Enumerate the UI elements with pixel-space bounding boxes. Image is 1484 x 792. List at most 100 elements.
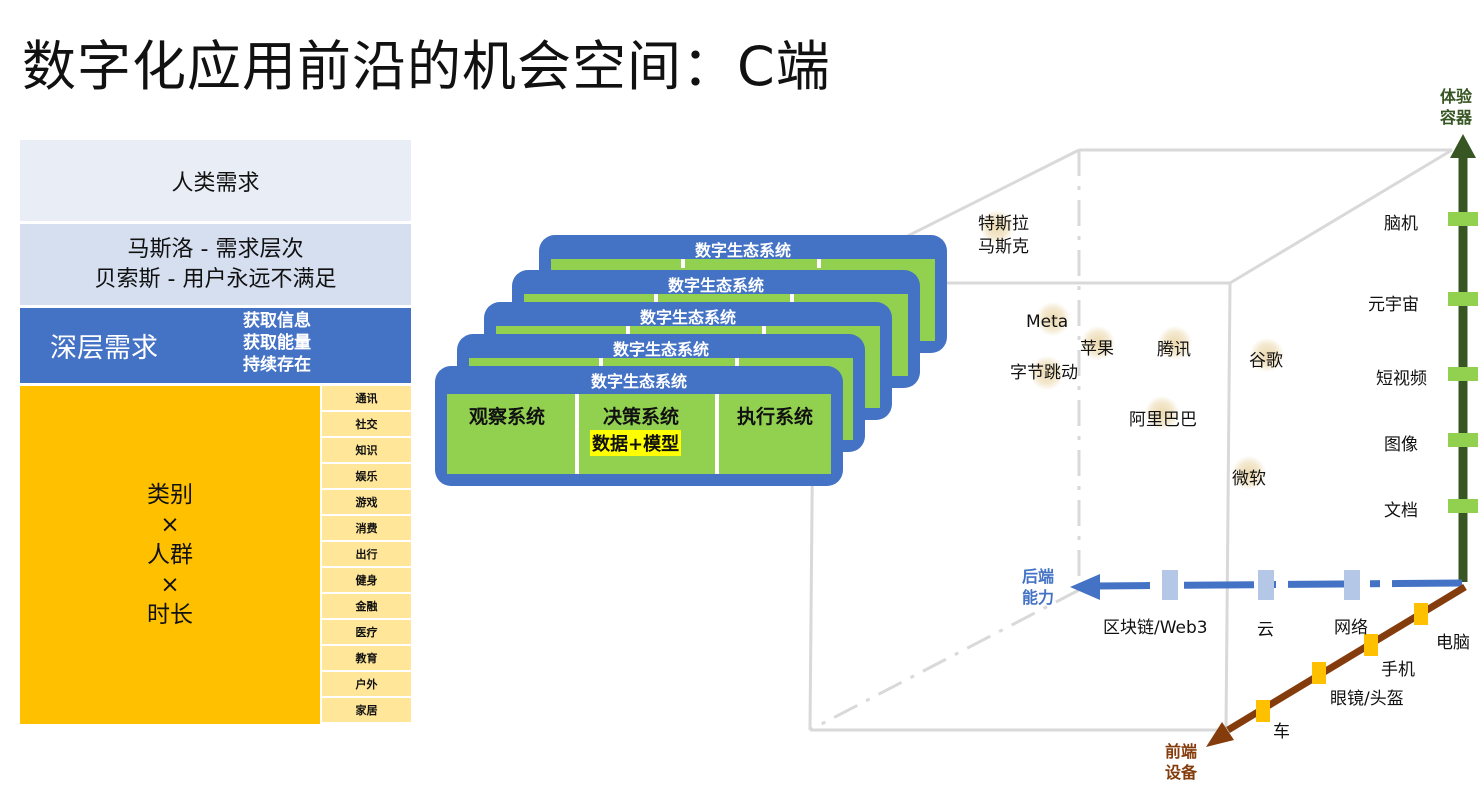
category-line: 人群 — [147, 542, 193, 568]
category-item: 消费 — [322, 516, 411, 540]
deep-needs-label: 深层需求 — [50, 333, 158, 364]
axis-title-line: 设备 — [1165, 763, 1198, 782]
axis-tick — [1448, 292, 1478, 306]
company-marker — [1232, 456, 1266, 490]
deep-needs-list: 获取信息 获取能量 持续存在 — [232, 310, 322, 376]
ecosystem-header: 数字生态系统 — [590, 372, 687, 391]
ecosystem-card-front: 数字生态系统 观察系统 决策系统 数据+模型 执行系统 — [435, 366, 843, 486]
deep-need-item: 获取能量 — [243, 333, 311, 353]
ecosystem-body: 观察系统 决策系统 数据+模型 执行系统 — [447, 394, 831, 474]
maslow-label: 马斯洛 - 需求层次 — [127, 236, 304, 262]
axis-tick — [1414, 603, 1428, 625]
divider — [681, 259, 685, 268]
axis-title-line: 体验 — [1440, 87, 1473, 106]
divider — [790, 294, 794, 303]
company-label-bytedance: 字节跳动 — [1010, 363, 1078, 383]
company-label-alibaba: 阿里巴巴 — [1129, 410, 1197, 430]
depth-axis-arrow — [1206, 722, 1234, 747]
divider — [599, 358, 603, 367]
vertical-axis-item: 脑机 — [1384, 214, 1418, 234]
divider — [575, 394, 579, 474]
company-label-apple: 苹果 — [1080, 339, 1114, 359]
company-marker — [1158, 326, 1192, 360]
axis-tick — [1448, 367, 1478, 381]
axis-tick — [1258, 570, 1274, 600]
axis-tick — [1312, 662, 1326, 684]
divider — [817, 259, 821, 268]
category-item: 知识 — [322, 438, 411, 462]
page-title: 数字化应用前沿的机会空间：C端 — [22, 35, 831, 98]
category-line: 类别 — [147, 482, 193, 508]
divider — [654, 294, 658, 303]
company-marker — [1036, 302, 1070, 336]
horizontal-axis-line — [1094, 579, 1463, 590]
axis-title-line: 容器 — [1440, 108, 1473, 127]
cube-edge — [1229, 148, 1453, 285]
vertical-axis-item: 图像 — [1384, 435, 1418, 455]
depth-axis-item: 车 — [1273, 722, 1290, 742]
company-label-tencent: 腾讯 — [1157, 340, 1191, 360]
ecosystem-header: 数字生态系统 — [694, 241, 791, 260]
deep-need-item: 持续存在 — [243, 355, 311, 375]
depth-axis-ticks — [1256, 603, 1428, 722]
company-marker — [1145, 396, 1179, 430]
category-item: 通讯 — [322, 386, 411, 410]
category-item: 教育 — [322, 646, 411, 670]
ecosystem-header: 数字生态系统 — [667, 276, 764, 295]
horizontal-axis-ticks — [1162, 570, 1360, 600]
bezos-label: 贝索斯 - 用户永远不满足 — [94, 266, 337, 292]
company-marker — [980, 210, 1014, 244]
axis-tick — [1448, 433, 1478, 447]
category-item: 游戏 — [322, 490, 411, 514]
axis-tick — [1448, 212, 1478, 226]
company-marker — [1250, 338, 1284, 372]
vertical-axis-item: 短视频 — [1376, 369, 1427, 389]
horizontal-axis-title: 后端 能力 — [1022, 566, 1054, 608]
decide-system-label: 决策系统 — [602, 406, 679, 428]
company-label-meta: Meta — [1026, 312, 1069, 332]
axis-tick — [1364, 634, 1378, 656]
cube-edge — [1224, 282, 1232, 731]
category-item: 医疗 — [322, 620, 411, 644]
divider — [715, 394, 719, 474]
cube-edge — [809, 588, 1080, 732]
depth-axis-title: 前端 设备 — [1165, 741, 1197, 783]
data-model-label: 数据+模型 — [590, 430, 682, 456]
ecosystem-header: 数字生态系统 — [639, 308, 736, 327]
category-box: 类别 × 人群 × 时长 — [20, 386, 320, 724]
divider — [762, 326, 766, 335]
category-item: 娱乐 — [322, 464, 411, 488]
deep-need-item: 获取信息 — [243, 311, 311, 331]
category-item: 出行 — [322, 542, 411, 566]
depth-axis-item: 电脑 — [1436, 633, 1470, 653]
divider — [626, 326, 630, 335]
deep-needs-box: 深层需求 获取信息 获取能量 持续存在 — [20, 308, 411, 383]
horizontal-axis-item: 网络 — [1334, 618, 1368, 638]
horizontal-axis-arrow — [1070, 574, 1100, 600]
horizontal-axis-item: 区块链/Web3 — [1103, 618, 1208, 638]
horizontal-axis-item: 云 — [1257, 620, 1274, 640]
company-label-google: 谷歌 — [1249, 351, 1283, 371]
theory-box: 马斯洛 - 需求层次 贝索斯 - 用户永远不满足 — [20, 224, 411, 305]
company-label-microsoft: 微软 — [1232, 469, 1266, 489]
category-item: 户外 — [322, 672, 411, 696]
category-item: 健身 — [322, 568, 411, 592]
vertical-axis-arrow — [1450, 134, 1476, 158]
company-marker — [1030, 356, 1064, 390]
category-item: 家居 — [322, 698, 411, 722]
ecosystem-header: 数字生态系统 — [612, 340, 709, 359]
axis-tick — [1344, 570, 1360, 600]
company-label-musk: 马斯克 — [978, 237, 1029, 257]
category-line: 时长 — [147, 602, 193, 628]
execute-system-label: 执行系统 — [736, 406, 813, 428]
company-marker — [1081, 326, 1115, 360]
vertical-axis-ticks — [1448, 212, 1478, 513]
depth-axis-item: 手机 — [1381, 660, 1415, 680]
category-item: 金融 — [322, 594, 411, 618]
observe-system-label: 观察系统 — [468, 406, 545, 428]
axis-title-line: 能力 — [1022, 588, 1055, 607]
axis-tick — [1256, 700, 1270, 722]
category-line: × — [160, 512, 180, 538]
vertical-axis-item: 元宇宙 — [1368, 295, 1419, 315]
